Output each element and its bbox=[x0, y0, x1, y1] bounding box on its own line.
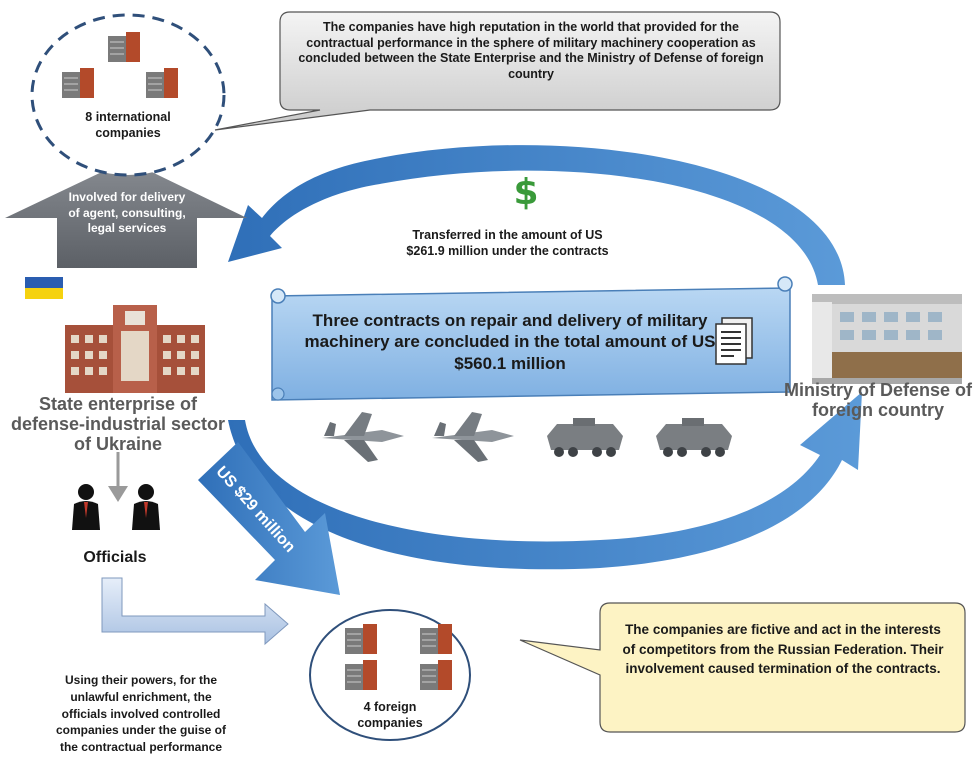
reputation-callout-shape bbox=[214, 11, 781, 131]
armored-vehicle-icon bbox=[656, 418, 732, 457]
svg-text:$: $ bbox=[513, 172, 538, 213]
building-icon bbox=[108, 32, 140, 62]
building-icon bbox=[420, 624, 452, 654]
officials-label: Officials bbox=[83, 549, 147, 566]
building-icon bbox=[62, 68, 94, 98]
payment-arrow-shape bbox=[198, 442, 340, 595]
building-icon bbox=[420, 660, 452, 690]
ukraine-flag-icon bbox=[25, 277, 63, 299]
ministry-building-icon bbox=[812, 294, 962, 384]
state-enterprise-title: State enterprise of defense-industrial s… bbox=[10, 394, 226, 455]
top-transfer-arrow bbox=[228, 145, 845, 285]
intl-companies-label: 8 international companies bbox=[85, 110, 171, 140]
building-icon bbox=[345, 660, 377, 690]
contracts-scroll-shape bbox=[271, 287, 791, 401]
document-icon bbox=[715, 317, 753, 365]
fictive-callout-text: The companies are fictive and act in the… bbox=[622, 622, 944, 677]
building-icon bbox=[146, 68, 178, 98]
transfer-text: Transferred in the amount of US $261.9 m… bbox=[406, 228, 609, 258]
state-enterprise-building-icon bbox=[65, 305, 205, 393]
contracts-scroll-text: Three contracts on repair and delivery o… bbox=[304, 311, 716, 373]
involved-arrow-text: Involved for delivery of agent, consulti… bbox=[68, 190, 186, 236]
fictive-callout-shape bbox=[519, 602, 966, 733]
ministry-title: Ministry of Defense of foreign country bbox=[783, 380, 973, 421]
dollar-icon: $ bbox=[513, 172, 538, 213]
bottom-contract-arrow bbox=[228, 392, 862, 570]
fighter-jet-icon bbox=[322, 412, 404, 462]
building-icon bbox=[345, 624, 377, 654]
official-person-icon bbox=[132, 484, 160, 530]
armored-vehicle-icon bbox=[547, 418, 623, 457]
fighter-jet-icon bbox=[432, 412, 514, 462]
foreign-companies-label: 4 foreign companies bbox=[357, 700, 423, 730]
involved-arrow-shape bbox=[5, 160, 247, 268]
intl-companies-ellipse bbox=[30, 13, 226, 177]
reputation-callout-text: The companies have high reputation in th… bbox=[298, 20, 764, 81]
officials-note: Using their powers, for the unlawful enr… bbox=[55, 673, 227, 755]
officials-to-companies-arrow bbox=[101, 577, 289, 646]
official-person-icon bbox=[72, 484, 100, 530]
